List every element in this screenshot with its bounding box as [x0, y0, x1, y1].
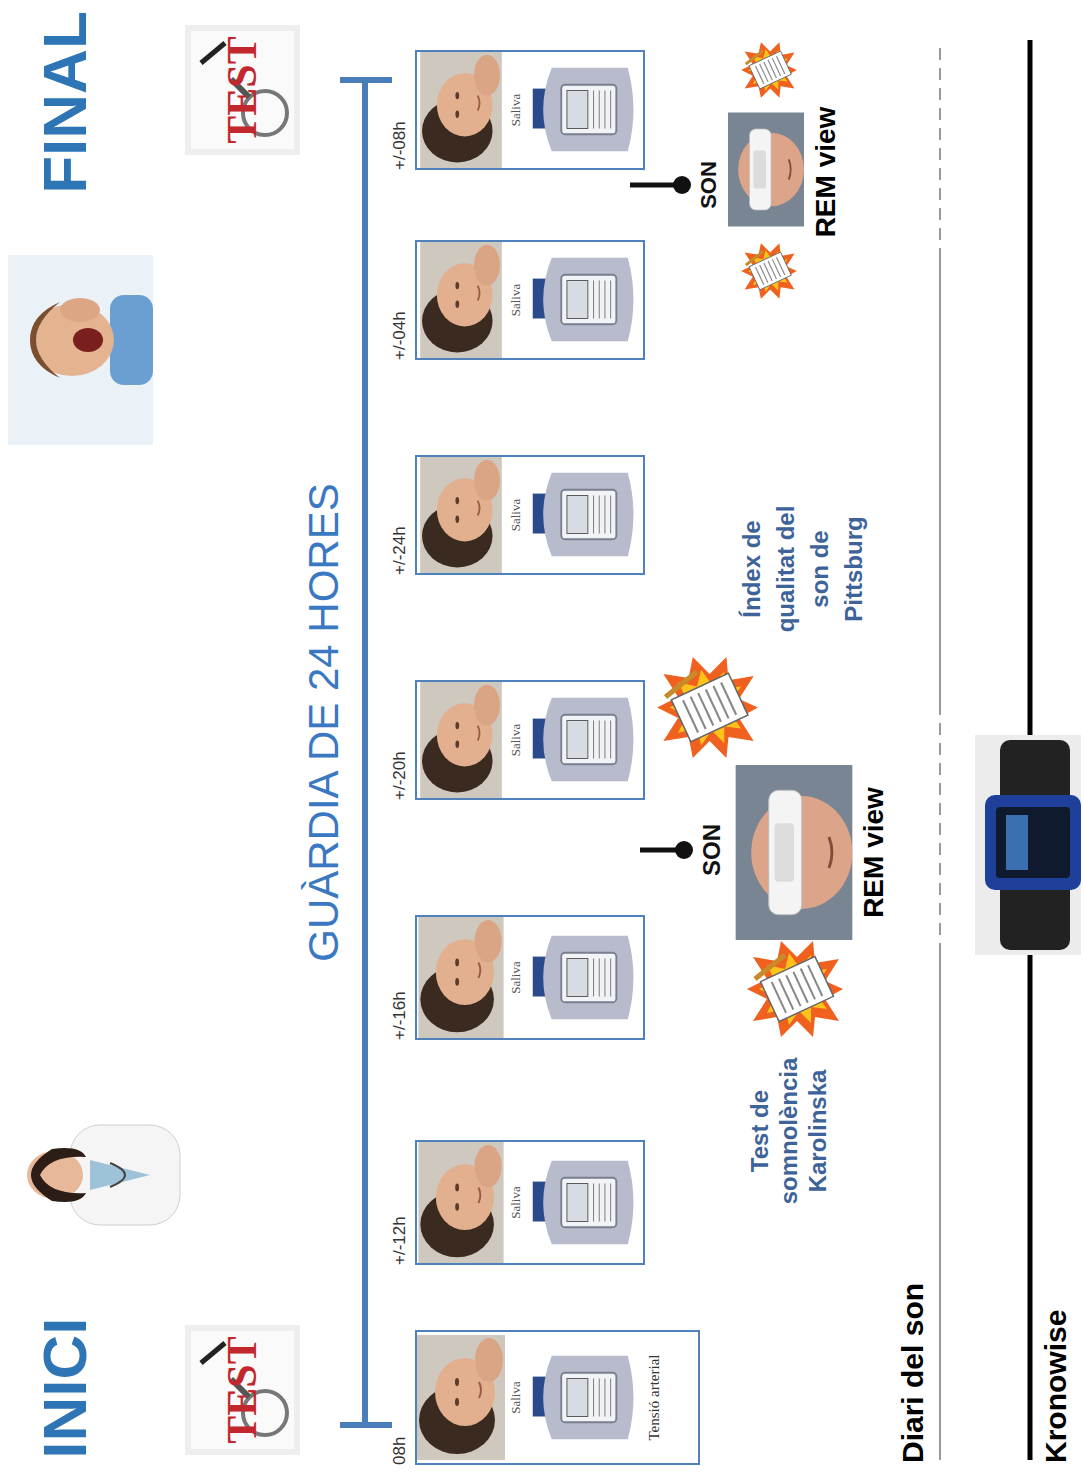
time-point-box: +/-12hSaliva — [415, 1140, 645, 1265]
sample-label: Saliva — [508, 917, 524, 1038]
start-label: INICI — [30, 1313, 100, 1463]
yawning-figure — [8, 255, 153, 445]
device-name: REM view — [810, 97, 842, 247]
rem-view-mask — [728, 113, 804, 227]
measure-label: Tensió arterial — [645, 1352, 663, 1443]
time-point-box: +/-20hSaliva — [415, 680, 645, 800]
sample-label: Saliva — [508, 1142, 524, 1263]
test-icon-text: TEST — [218, 1325, 266, 1455]
time-point-box: +/-24hSaliva — [415, 455, 645, 575]
time-label: +/-16h — [389, 915, 411, 1040]
wrist-device — [975, 735, 1081, 955]
doctor-figure — [27, 1125, 180, 1225]
sample-label: Saliva — [508, 52, 524, 168]
time-label: +/-20h — [389, 680, 411, 800]
questionnaire-icon — [747, 941, 843, 1037]
sample-label: Saliva — [508, 682, 524, 798]
time-label: 08h — [389, 1330, 411, 1465]
box-illustrations — [417, 52, 633, 1460]
time-point-box: 08hSalivaTensió arterial — [415, 1330, 700, 1465]
diagram-title: GUÀRDIA DE 24 HORES — [300, 440, 348, 1005]
questionnaire-icon — [657, 657, 758, 758]
sleep-marker — [630, 176, 693, 859]
scale-name: Índex de qualitat del son de Pittsburg — [735, 485, 871, 653]
time-point-box: +/-04hSaliva — [415, 240, 645, 360]
sample-label: Saliva — [508, 242, 524, 358]
test-icon — [185, 25, 300, 155]
time-point-box: +/-08hSaliva — [415, 50, 645, 170]
questionnaire-icon — [741, 243, 797, 299]
sample-label: Saliva — [508, 457, 524, 573]
timeline — [340, 80, 392, 1425]
row-label: Kronowise — [1038, 1233, 1074, 1463]
end-label: FINAL — [30, 5, 100, 200]
rem-view-mask — [736, 765, 853, 940]
sample-label: Saliva — [508, 1332, 524, 1463]
time-label: +/-24h — [389, 455, 411, 575]
time-point-box: +/-16hSaliva — [415, 915, 645, 1040]
test-icon — [185, 1325, 300, 1455]
time-label: +/-08h — [389, 50, 411, 170]
time-label: +/-12h — [389, 1140, 411, 1265]
sleep-diary-line — [940, 45, 941, 1460]
sleep-marker-label: SON — [696, 150, 722, 220]
sleep-marker-label: SON — [698, 815, 726, 885]
row-label: Diari del son — [895, 1233, 931, 1463]
test-icon-text: TEST — [218, 25, 266, 155]
device-name: REM view — [858, 770, 890, 935]
time-label: +/-04h — [389, 240, 411, 360]
scale-name: Test de somnolència Karolinska — [745, 1045, 832, 1217]
questionnaire-icon — [741, 42, 797, 98]
